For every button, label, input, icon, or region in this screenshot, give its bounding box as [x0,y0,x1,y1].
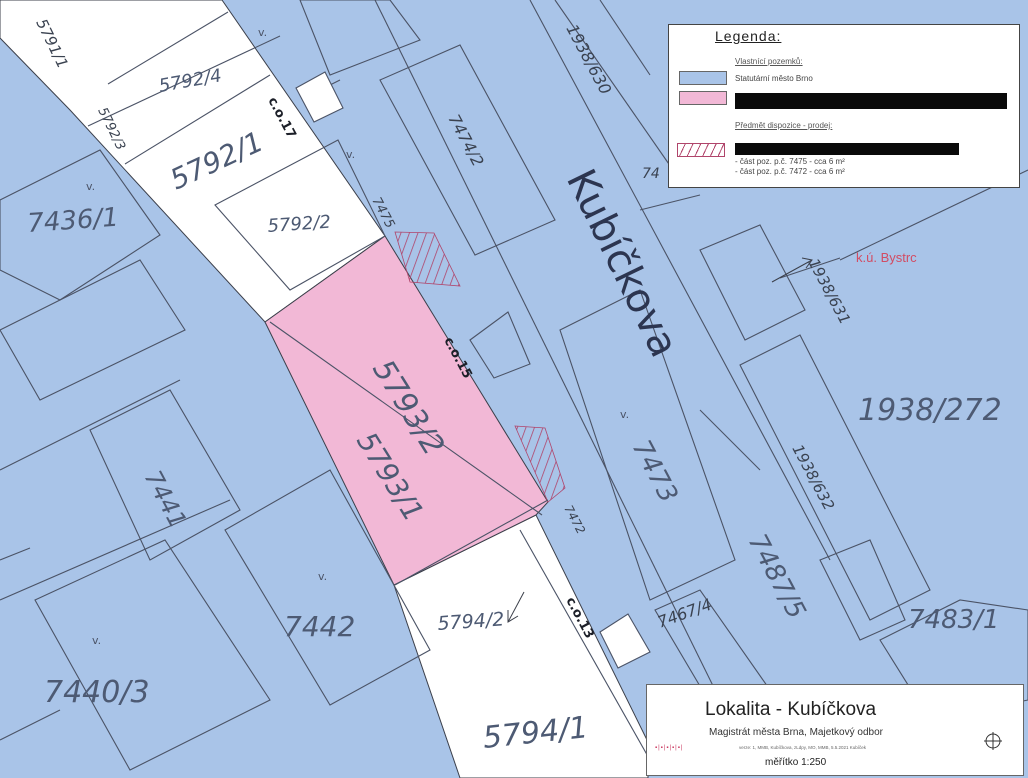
hatch-7475 [394,231,461,287]
legend-swatch-pink [679,91,727,105]
parcel-label-5794-2: 5794/2 [437,608,505,635]
redacted-owner [735,93,1007,109]
legend-item-7472: - část poz. p.č. 7472 - cca 6 m² [735,167,845,176]
map-scale: měřítko 1:250 [765,757,827,768]
parcel-label-7436-1: 7436/1 [26,203,119,239]
locality-title: Lokalita - Kubíčkova [705,699,877,720]
parcel-5793 [264,235,549,586]
parcel-white-north [0,0,386,323]
title-block: Lokalita - Kubíčkova Magistrát města Brn… [646,684,1024,776]
parcel-label-1938-272: 1938/272 [858,393,1002,428]
svg-text:v.: v. [346,148,355,161]
legend-section-subject: Předmět dispozice - prodej: [735,121,833,130]
north-arrow-icon [984,732,1002,750]
organization: Magistrát města Brna, Majetkový odbor [709,727,883,738]
legend-item-city: Statutární město Brno [735,74,813,83]
legend-swatch-hatch [677,143,725,157]
svg-text:v.: v. [86,180,95,193]
hatch-7472 [514,425,566,503]
cadastral-area-label: k.ú. Bystrc [856,250,917,265]
svg-text:v.: v. [318,570,327,583]
svg-text:v.: v. [258,26,267,39]
legend-section-ownership: Vlastnící pozemků: [735,57,803,66]
svg-text:v.: v. [92,634,101,647]
legend-title: Legenda: [715,28,782,44]
legend-swatch-city [679,71,727,85]
city-logo-icon: ▪|▪|▪|▪|▪| [655,745,684,751]
legend-item-7475: - část poz. p.č. 7475 - cca 6 m² [735,157,845,166]
svg-text:v.: v. [620,408,629,421]
parcel-label-7440-3: 7440/3 [44,675,150,710]
landuse-marks: v. v. v. v. v. v. [86,26,629,647]
parcel-label-7442: 7442 [284,610,355,643]
parcel-label-74: 74 [642,166,660,182]
parcel-label-7483-1: 7483/1 [908,605,999,635]
parcel-label-5792-2: 5792/2 [267,212,332,237]
redacted-subject [735,143,959,155]
version-note: verze: 1, MMB, Kubíčkova, zLdpy, MO, MMB… [739,745,866,750]
map-legend: Legenda: Vlastnící pozemků: Statutární m… [668,24,1020,188]
